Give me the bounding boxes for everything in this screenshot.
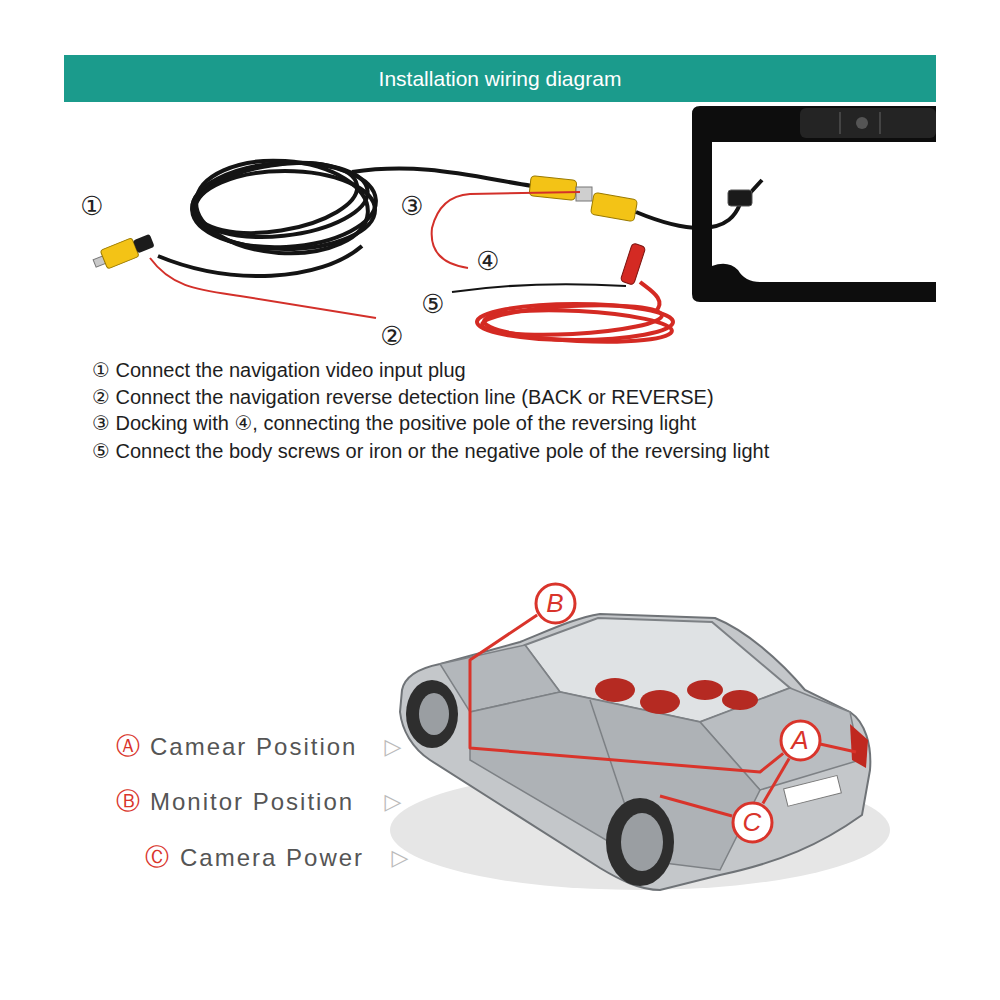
callout-letter: A xyxy=(791,726,808,755)
car-illustration xyxy=(850,724,868,768)
wire-route xyxy=(820,744,856,752)
coiled-cable xyxy=(158,246,362,276)
ground-wire xyxy=(452,284,626,292)
license-frame xyxy=(692,106,936,302)
rca-connector xyxy=(576,187,592,201)
coiled-cable xyxy=(190,153,362,244)
car-illustration xyxy=(722,690,758,710)
instruction-line: ① Connect the navigation video input plu… xyxy=(92,359,466,382)
car-illustration xyxy=(621,813,663,871)
wire-route xyxy=(660,796,732,816)
coiled-cable xyxy=(193,155,371,259)
rca-plug xyxy=(100,238,139,269)
key-letter: Ⓐ xyxy=(116,733,140,761)
key-name: Monitor Position xyxy=(150,788,354,816)
car-illustration xyxy=(687,680,723,700)
rca-connector xyxy=(590,192,637,221)
circle-outline xyxy=(733,803,772,842)
camera-bar xyxy=(839,112,841,134)
key-letter: Ⓑ xyxy=(116,788,140,816)
title-bar: Installation wiring diagram xyxy=(64,55,936,102)
instruction-line: ③ Docking with ④, connecting the positiv… xyxy=(92,412,696,435)
car-illustration xyxy=(406,680,458,748)
car-illustration xyxy=(400,614,870,890)
rca-plug xyxy=(91,231,156,273)
callout-circle: B xyxy=(534,582,577,625)
car-illustration xyxy=(784,775,842,806)
callout-letter: B xyxy=(546,589,563,618)
coiled-cable xyxy=(158,153,532,276)
power-cable xyxy=(640,282,660,312)
camera-bar xyxy=(800,108,936,138)
camera-bar xyxy=(728,190,752,206)
instruction-line: ⑤ Connect the body screws or iron or the… xyxy=(92,440,769,463)
car-illustration xyxy=(640,690,680,714)
rca-connector xyxy=(529,176,637,222)
circle-outline xyxy=(781,721,820,760)
callout-circle: C xyxy=(731,801,774,844)
car-illustration xyxy=(390,614,890,890)
car-illustration xyxy=(606,798,674,886)
rca-connector xyxy=(529,176,577,201)
callout-number: ③ xyxy=(400,192,423,222)
callout-number: ④ xyxy=(476,247,499,277)
pointer-mark: ▷ xyxy=(385,789,402,814)
key-name: Camear Position xyxy=(150,733,357,761)
title-text: Installation wiring diagram xyxy=(379,67,622,91)
pointer-mark: ▷ xyxy=(385,734,402,759)
instruction-line: ② Connect the navigation reverse detecti… xyxy=(92,386,714,409)
power-connector xyxy=(620,243,646,285)
car-illustration xyxy=(419,693,449,735)
reverse-wire xyxy=(150,258,376,318)
camera-bar xyxy=(856,117,868,129)
callout-number: ⑤ xyxy=(421,290,444,320)
power-cable xyxy=(481,301,662,338)
positive-wire xyxy=(432,192,580,268)
camera-bar xyxy=(728,108,936,206)
pointer-mark: ▷ xyxy=(392,845,409,870)
wire-route xyxy=(763,759,789,804)
callout-letter: C xyxy=(743,808,762,837)
rca-plug xyxy=(133,234,155,254)
coiled-cable xyxy=(352,169,532,186)
power-cable xyxy=(477,282,673,346)
camera-bar xyxy=(879,112,881,134)
key-letter: Ⓒ xyxy=(145,844,169,872)
callout-circle: A xyxy=(779,719,822,762)
circle-outline xyxy=(536,584,575,623)
callout-number: ② xyxy=(380,322,403,352)
key-name: Camera Power xyxy=(180,844,364,872)
car-illustration xyxy=(595,678,635,702)
wire-route xyxy=(470,615,783,772)
callout-number: ① xyxy=(80,192,103,222)
